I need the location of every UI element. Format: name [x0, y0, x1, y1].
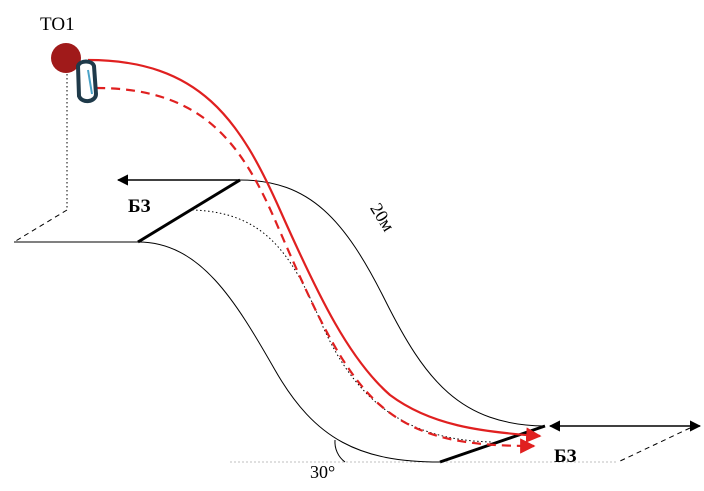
angle-label: 30° — [310, 462, 335, 482]
angle-arc — [334, 439, 346, 463]
length-label: 20м — [366, 199, 399, 235]
carabiner-icon — [76, 59, 98, 103]
slope-dotted-guide — [191, 209, 493, 443]
bottom-zone-label: БЗ — [554, 446, 577, 467]
slope-front-curve — [137, 241, 441, 463]
rope-solid — [87, 58, 542, 443]
anchor-point-ball-icon — [51, 43, 81, 73]
rope-dashed — [95, 86, 536, 454]
top-zone-bold-line — [137, 178, 241, 244]
anchor-label: ТО1 — [40, 14, 75, 35]
bottom-platform-dashed-edge — [617, 427, 691, 463]
slope-back-curve — [239, 179, 546, 427]
top-zone-label: БЗ — [128, 196, 151, 217]
top-platform-dashed-edge — [13, 209, 68, 243]
